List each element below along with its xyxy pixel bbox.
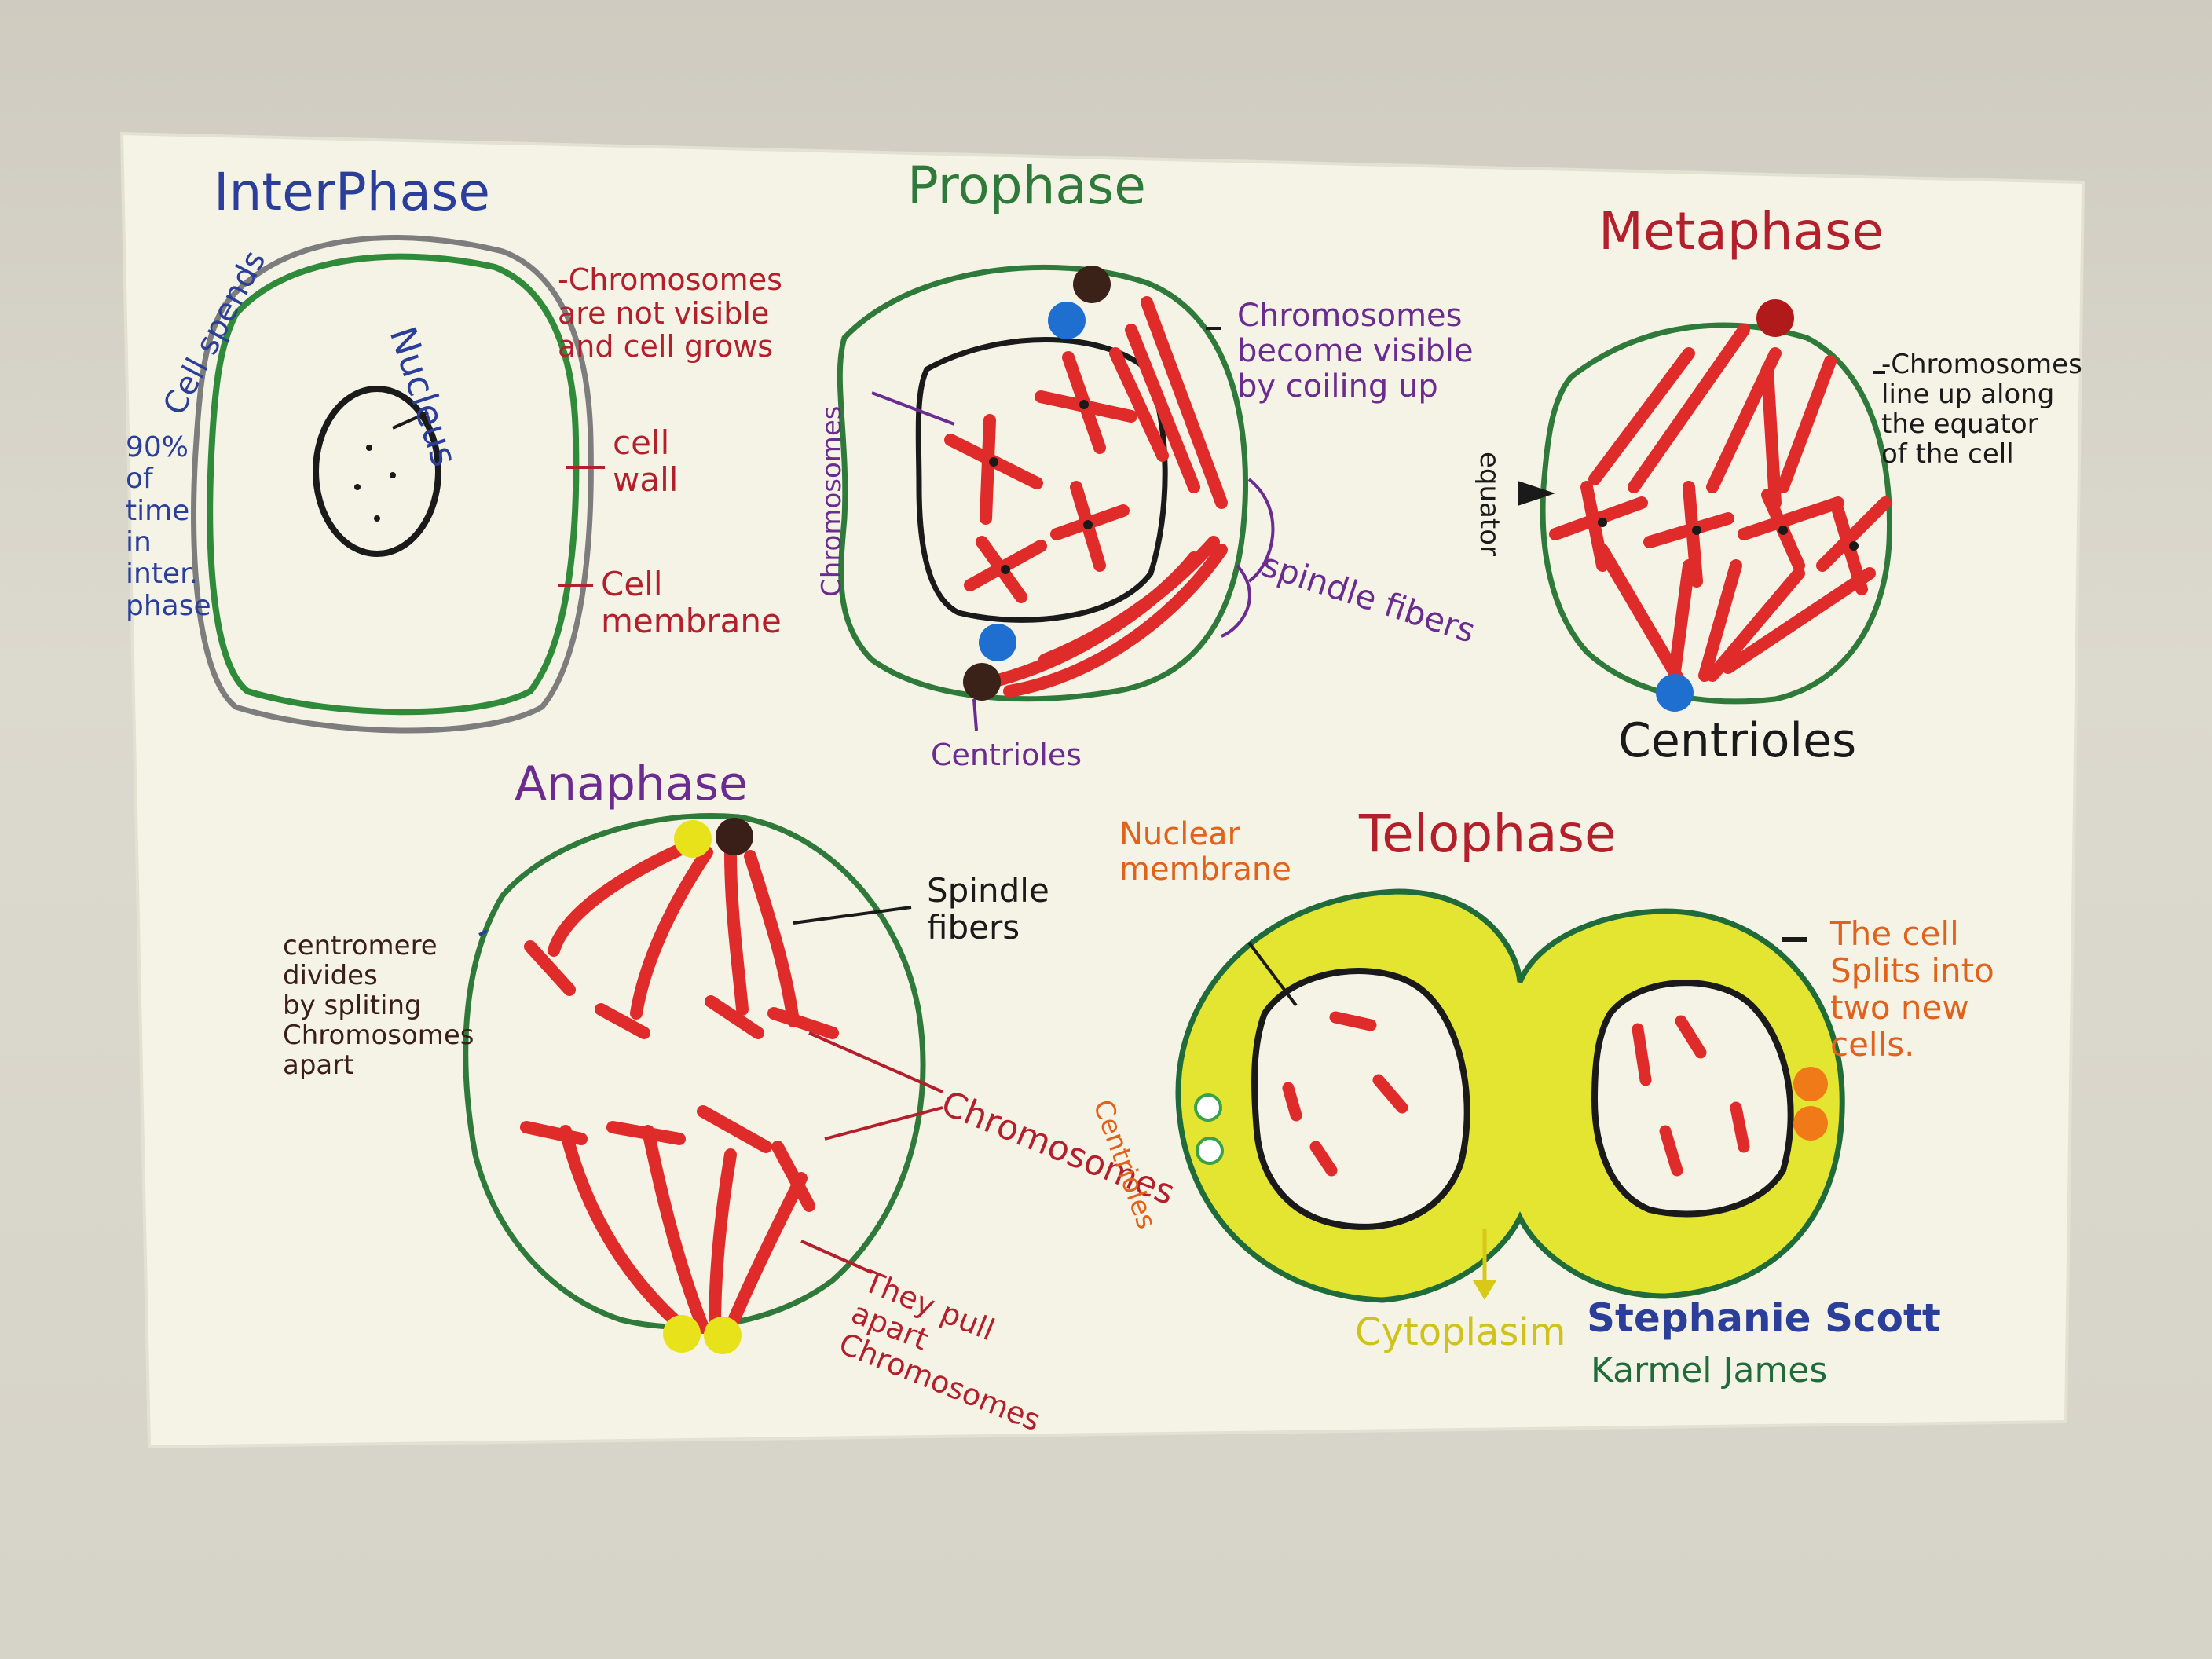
nuclear-membrane-label: Nuclear membrane bbox=[1119, 816, 1291, 888]
author-1: Stephanie Scott bbox=[1587, 1295, 1941, 1341]
prophase-centrioles-label: Centrioles bbox=[931, 738, 1082, 772]
metaphase-centrioles-label: Centrioles bbox=[1618, 713, 1857, 768]
equator-arrow bbox=[1518, 481, 1555, 506]
interphase-title: InterPhase bbox=[214, 162, 490, 222]
interphase-cell bbox=[191, 235, 605, 734]
centriole-top-blue bbox=[1048, 302, 1086, 339]
telophase-centriole-white-2 bbox=[1196, 1137, 1224, 1165]
cytoplasm-label: Cytoplasim bbox=[1355, 1310, 1566, 1354]
anaphase-centriole-yellow-bottom-1 bbox=[663, 1315, 701, 1353]
centriole-bottom-blue bbox=[979, 624, 1016, 661]
anaphase-cell bbox=[463, 812, 943, 1354]
prophase-title: Prophase bbox=[907, 156, 1146, 216]
metaphase-note: -Chromosomes line up along the equator o… bbox=[1881, 349, 2082, 471]
metaphase-cell bbox=[1518, 299, 1893, 712]
telophase-title: Telophase bbox=[1359, 804, 1617, 864]
telophase-nucleus-left bbox=[1251, 968, 1470, 1230]
anaphase-title: Anaphase bbox=[515, 756, 748, 811]
telophase-centriole-orange-1 bbox=[1793, 1067, 1828, 1101]
anaphase-centriole-yellow-bottom-2 bbox=[704, 1317, 742, 1354]
centriole-bottom-brown bbox=[963, 663, 1001, 701]
interphase-time-note: 90% of time in inter. phase bbox=[126, 431, 211, 622]
telophase-nucleus-right bbox=[1591, 980, 1794, 1218]
interphase-chromosome-note: -Chromosomes are not visible and cell gr… bbox=[558, 262, 782, 364]
anaphase-cell-membrane bbox=[463, 812, 926, 1330]
cell-wall-label: cell wall bbox=[613, 423, 679, 500]
centromere-note: centromere divides by spliting Chromosom… bbox=[283, 930, 474, 1082]
author-2: Karmel James bbox=[1591, 1350, 1828, 1390]
interphase-nucleus bbox=[313, 386, 441, 557]
prophase-cell-membrane bbox=[837, 264, 1248, 702]
metaphase-centriole-top bbox=[1756, 299, 1794, 337]
telophase-centriole-orange-2 bbox=[1793, 1106, 1828, 1141]
interphase-cell-membrane bbox=[207, 253, 580, 716]
cell-membrane-label: Cell membrane bbox=[601, 565, 782, 641]
metaphase-cell-membrane bbox=[1540, 322, 1893, 705]
centriole-top-brown bbox=[1073, 266, 1111, 303]
anaphase-spindle-label: Spindle fibers bbox=[927, 871, 1049, 947]
telophase-centriole-white-1 bbox=[1194, 1093, 1222, 1122]
equator-label: equator bbox=[1474, 452, 1505, 556]
anaphase-centriole-brown-top bbox=[716, 818, 753, 855]
interphase-cell-wall bbox=[191, 235, 594, 734]
metaphase-title: Metaphase bbox=[1599, 201, 1884, 262]
cell-split-note: The cell Splits into two new cells. bbox=[1830, 914, 1994, 1064]
nucleus-pointer bbox=[392, 411, 429, 430]
telophase-cell bbox=[1175, 888, 1845, 1303]
prophase-nucleus bbox=[915, 337, 1168, 623]
metaphase-centriole-bottom bbox=[1656, 674, 1694, 712]
prophase-cell bbox=[837, 264, 1275, 731]
prophase-chromosomes-label: Chromosomes bbox=[816, 405, 848, 597]
prophase-note: Chromosomes become visible by coiling up bbox=[1237, 298, 1474, 405]
anaphase-centriole-yellow-top bbox=[674, 820, 712, 858]
